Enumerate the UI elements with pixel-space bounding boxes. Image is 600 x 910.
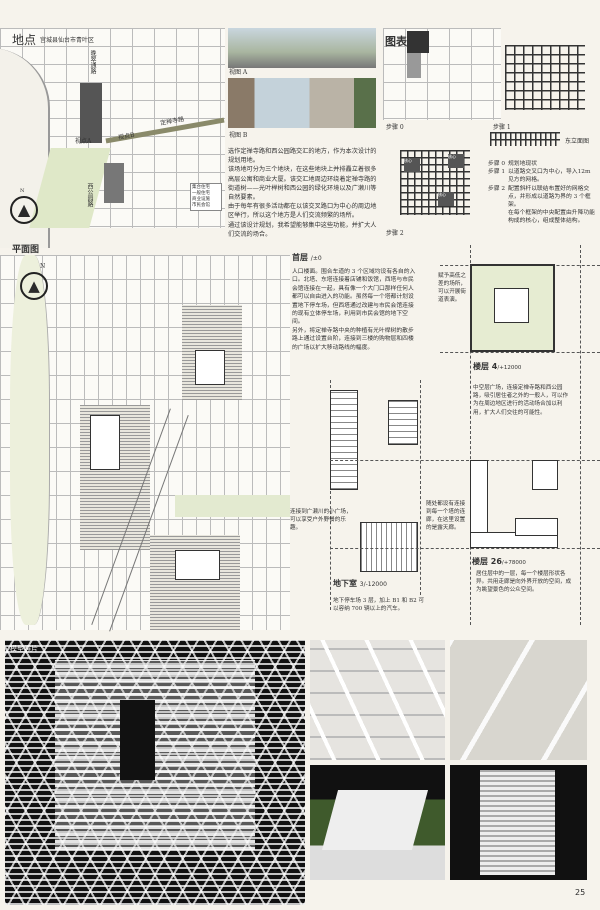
legend: 集合住宅 一般住宅 商业设施 市民会馆 <box>190 183 222 211</box>
paragraph: 另外，将定禅寺路中央的种植有光叶榉树的散步路上通过设置台阶，连接到三楼的购物层和… <box>292 327 414 351</box>
site-subtitle: 宫城县仙台市青叶区 <box>40 37 95 44</box>
step-key: 步骤 0 <box>488 161 506 167</box>
core: 核心 <box>448 154 464 168</box>
floor4-plan <box>470 264 555 352</box>
plan-north-arrow-icon: ▲ <box>20 272 48 300</box>
axis-line <box>330 380 331 610</box>
model-photo-interior <box>450 640 587 760</box>
west-tower <box>90 415 120 470</box>
step0-diagram <box>383 28 501 120</box>
floor26-label: 楼层 26/+78000 <box>472 556 526 567</box>
diagram-title: 图表 <box>385 35 407 48</box>
floor4-text: 中空层广场，连接定禅寺路和西公园路，吸引居住者之外的一般人，可以作为在周边地区进… <box>473 385 569 416</box>
model-photo-facade <box>310 640 445 760</box>
paragraph: 选作定禅寺路和西公园路交汇的地方，作为本次设计的规划用地。 <box>228 148 377 165</box>
north-label: N <box>20 188 25 194</box>
step-key: 步骤 2 <box>488 185 506 192</box>
basement-plan <box>360 522 418 572</box>
step-value: 在每个框架的中央配置由升降功能构成的核心，组成整体结构。 <box>508 210 595 225</box>
legend-item: 一般住宅 <box>192 191 210 196</box>
plan-title: 平面图 <box>12 245 40 255</box>
ground-floor-level: /±0 <box>310 255 322 262</box>
east-elevation <box>490 132 560 146</box>
floor4-name: 楼层 4 <box>473 362 498 371</box>
axis-line <box>330 460 600 461</box>
view-b-photo <box>228 78 376 128</box>
site-title: 地点 <box>12 33 37 47</box>
step-key <box>488 209 508 225</box>
paragraph: 人口楼面。围合车道的 3 个区域均设有各自的入口。北塔、东塔连接着店铺和饭馆，西… <box>292 269 416 326</box>
north-arrow-icon: ▲ <box>10 196 38 224</box>
model-title: 模型照片 <box>10 645 38 653</box>
step2-diagram: 核心 核心 核心 <box>400 150 470 215</box>
elevation-label: 东立面图 <box>565 138 590 145</box>
ground-floor-label: 首层 /±0 <box>292 252 322 263</box>
floor26-plan <box>470 460 558 548</box>
step1-label: 步骤 1 <box>493 124 511 131</box>
north-tower <box>195 350 225 385</box>
plan-north-label: N <box>40 263 46 270</box>
site-block <box>104 163 124 203</box>
paragraph: 由于每年有很多活动都在以该交叉路口为中心的周边地区举行，所以这个地方是人们交流频… <box>228 203 377 220</box>
road-label: 视点B <box>117 131 136 142</box>
basement-label: 地下室 3/-12000 <box>333 578 387 589</box>
step-item: 在每个框架的中央配置由升降功能构成的核心，组成整体结构。 <box>488 209 598 225</box>
site-description: 选作定禅寺路和西公园路交汇的地方，作为本次设计的规划用地。 该场地可分为三个地块… <box>228 147 380 239</box>
ground-floor-text: 人口楼面。围合车道的 3 个区域均设有各自的入口。北塔、东塔连接着店铺和饭馆，西… <box>292 268 417 352</box>
floor26-level: /+78000 <box>501 560 526 566</box>
legend-item: 集合住宅 <box>192 185 210 190</box>
view-a-caption: 视图 A <box>229 69 248 76</box>
site-plan <box>0 255 290 632</box>
step1-diagram <box>505 45 585 110</box>
ground-floor-name: 首层 <box>292 253 308 262</box>
connect-text: 连接到广濑川的小广场，可以享受户外野餐的乐趣。 <box>290 509 352 531</box>
park-strip <box>10 255 50 625</box>
view-b-caption: 视图 B <box>229 132 248 139</box>
legend-item: 市民会馆 <box>192 203 210 208</box>
core: 核心 <box>404 158 420 172</box>
floor4-level: /+12000 <box>497 365 522 371</box>
basement-text: 地下停车场 3 层，加上 B1 和 B2 可以容纳 700 辆以上的汽车。 <box>333 598 425 612</box>
floor4-side-text: 赋予高低之差的场所，可以开展街道表演。 <box>438 273 466 303</box>
floor4-label: 楼层 4/+12000 <box>473 361 521 372</box>
floor26-name: 楼层 26 <box>472 557 502 566</box>
basement-name: 地下室 <box>333 579 357 588</box>
axis-line <box>440 352 600 353</box>
east-tower <box>175 550 220 580</box>
view-a-photo <box>228 28 376 68</box>
model-photo-main <box>5 640 305 905</box>
page-number: 25 <box>575 888 586 897</box>
step-value: 配置斜杆以联结布置好的网格交点，并形成以道路为界的 3 个框架。 <box>508 185 591 209</box>
step-value: 规划地现状 <box>508 161 537 167</box>
site-map: 晚翠通路 定禅寺路 视点B 视点A 西公园路 集合住宅 一般住宅 商业设施 市民… <box>0 28 225 248</box>
axis-line <box>420 380 421 595</box>
basement-level: 3/-12000 <box>359 581 387 588</box>
floor26-text: 居住层中的一层，每一个楼层形状各异。共用走廊是向外界开放的空间，成为眺望景色的公… <box>476 571 572 593</box>
north-tower-floor-plan <box>330 390 358 490</box>
bridge-text: 随处都设有连接到每一个塔的连廊，在这里设置的是露天廊。 <box>426 501 466 531</box>
axis-line <box>580 245 581 625</box>
model-photo-aerial <box>450 765 587 880</box>
paragraph: 该场地可分为三个地块，在这些地块上并排矗立着很多高层公寓和商业大厦。该交汇地周边… <box>228 166 377 202</box>
model-photo-plaza <box>310 765 445 880</box>
step-value: 以道路交叉口为中心，导入12m 见方的网格。 <box>508 169 591 184</box>
legend-item: 商业设施 <box>192 197 210 202</box>
road-label: 西公园路 <box>86 183 93 207</box>
tree-avenue <box>175 495 290 517</box>
step2-label: 步骤 2 <box>386 230 404 237</box>
axis-line <box>330 548 600 549</box>
core: 核心 <box>438 192 454 206</box>
axis-line <box>470 245 471 625</box>
step-key: 步骤 1 <box>488 169 506 176</box>
paragraph: 通过该设计规划，我希望能够集中这些功能，并扩大人们交流的场合。 <box>228 221 377 238</box>
road-label: 晚翠通路 <box>89 50 96 74</box>
east-tower-floor-plan <box>388 400 418 445</box>
road-label: 视点A <box>75 138 92 145</box>
site-block <box>80 83 102 143</box>
step0-label: 步骤 0 <box>386 124 404 131</box>
